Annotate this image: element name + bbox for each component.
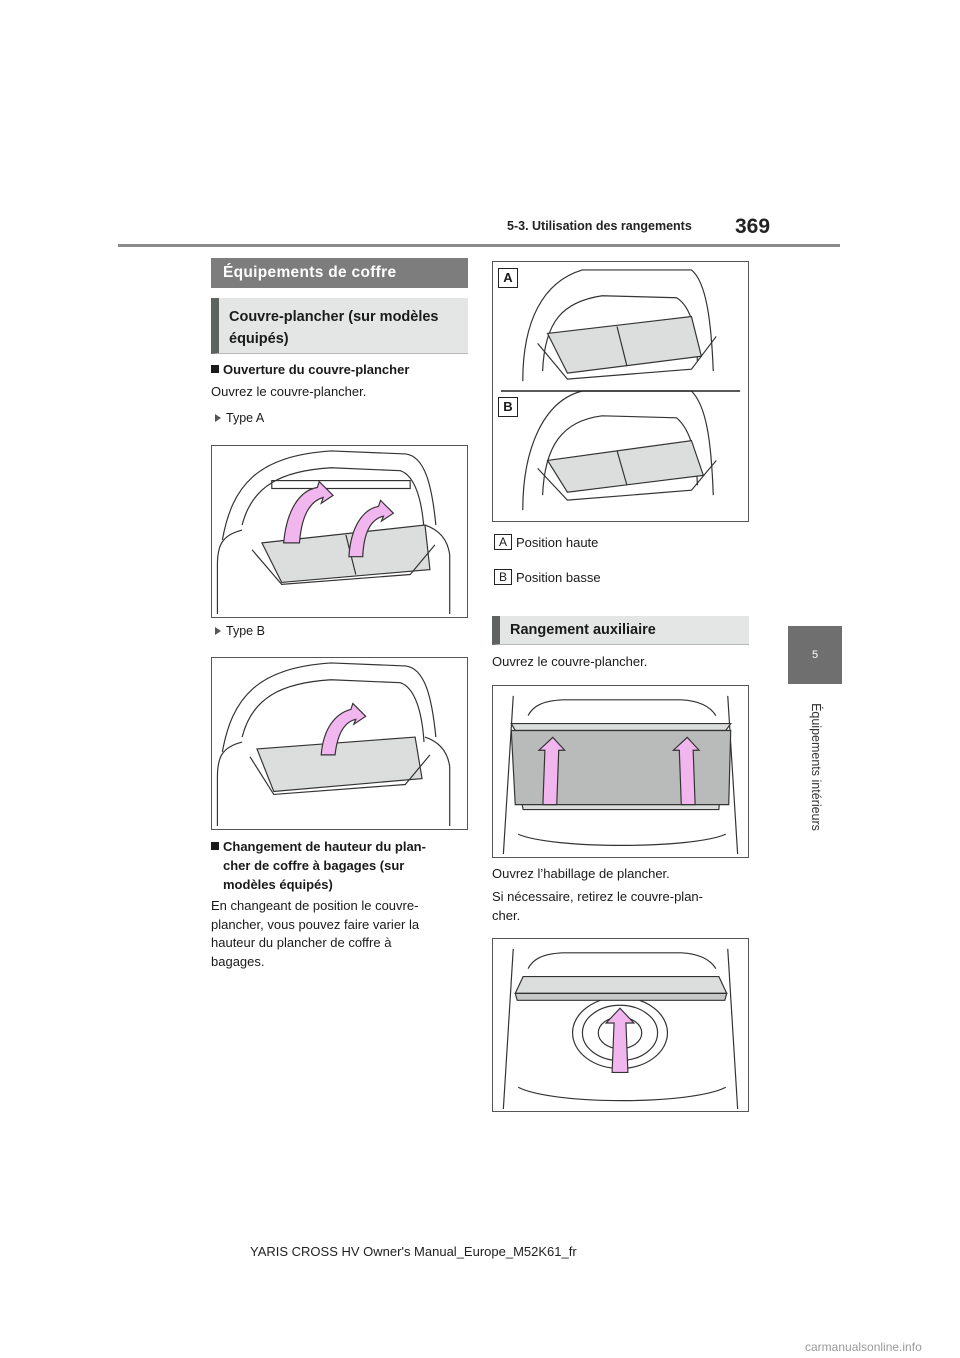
chapter-tab-label: Équipements intérieurs <box>781 692 851 842</box>
legend-key-b: B <box>494 569 512 585</box>
para-remove-line-2: cher. <box>492 907 521 923</box>
bullet-height-line-3: modèles équipés) <box>223 877 333 892</box>
legend-text-b: Position basse <box>516 570 601 585</box>
figure-aux-open-cover <box>492 685 749 858</box>
bullet-height-change: Changement de hauteur du plan- cher de c… <box>211 837 426 894</box>
trunk-illustration-type-a <box>216 450 451 615</box>
header-rule <box>118 244 840 247</box>
main-heading: Équipements de coffre <box>211 258 468 288</box>
sub-heading-aux-storage: Rangement auxiliaire <box>492 616 749 645</box>
para-height-line-3: hauteur du plancher de coffre à <box>211 935 392 950</box>
aux-storage-trim-illustration <box>502 948 739 1110</box>
label-type-b: Type B <box>213 624 265 638</box>
para-remove-line-1: Si nécessaire, retirez le couvre-plan- <box>492 889 703 904</box>
trunk-positions-illustration <box>500 269 741 511</box>
watermark: carmanualsonline.info <box>805 1340 922 1354</box>
bullet-height-line-2: cher de coffre à bagages (sur <box>223 858 405 873</box>
figure-positions: A B <box>492 261 749 522</box>
chapter-tab-text: Équipements intérieurs <box>809 703 823 831</box>
page-number: 369 <box>735 215 771 238</box>
para-height-line-1: En changeant de position le couvre- <box>211 898 419 913</box>
legend-key-a: A <box>494 534 512 550</box>
para-open-cover: Ouvrez le couvre-plancher. <box>211 384 367 399</box>
bullet-height-line-1: Changement de hauteur du plan- <box>223 839 426 854</box>
para-remove-cover: Si nécessaire, retirez le couvre-plan- c… <box>492 888 703 925</box>
para-open-trim: Ouvrez l’habillage de plancher. <box>492 866 670 881</box>
figure-label-b: B <box>498 397 518 417</box>
para-height-line-2: plancher, vous pouvez faire varier la <box>211 916 420 932</box>
sub-heading-floor-cover: Couvre-plancher (sur modèles équipés) <box>211 298 468 354</box>
label-type-a: Type A <box>213 411 264 425</box>
footer-manual-id: YARIS CROSS HV Owner's Manual_Europe_M52… <box>250 1244 577 1259</box>
para-height-change: En changeant de position le couvre- plan… <box>211 897 419 971</box>
aux-storage-cover-illustration <box>502 695 739 855</box>
figure-label-a: A <box>498 268 518 288</box>
para-open-cover-right: Ouvrez le couvre-plancher. <box>492 654 648 669</box>
figure-type-b <box>211 657 468 830</box>
trunk-illustration-type-b <box>216 662 451 827</box>
figure-type-a <box>211 445 468 618</box>
figure-aux-trim <box>492 938 749 1112</box>
legend-text-a: Position haute <box>516 535 599 550</box>
chapter-tab-number: 5 <box>788 626 842 684</box>
para-height-line-4: bagages. <box>211 953 265 969</box>
bullet-opening: Ouverture du couvre-plancher <box>211 360 409 379</box>
section-title: 5-3. Utilisation des rangements <box>507 219 692 233</box>
